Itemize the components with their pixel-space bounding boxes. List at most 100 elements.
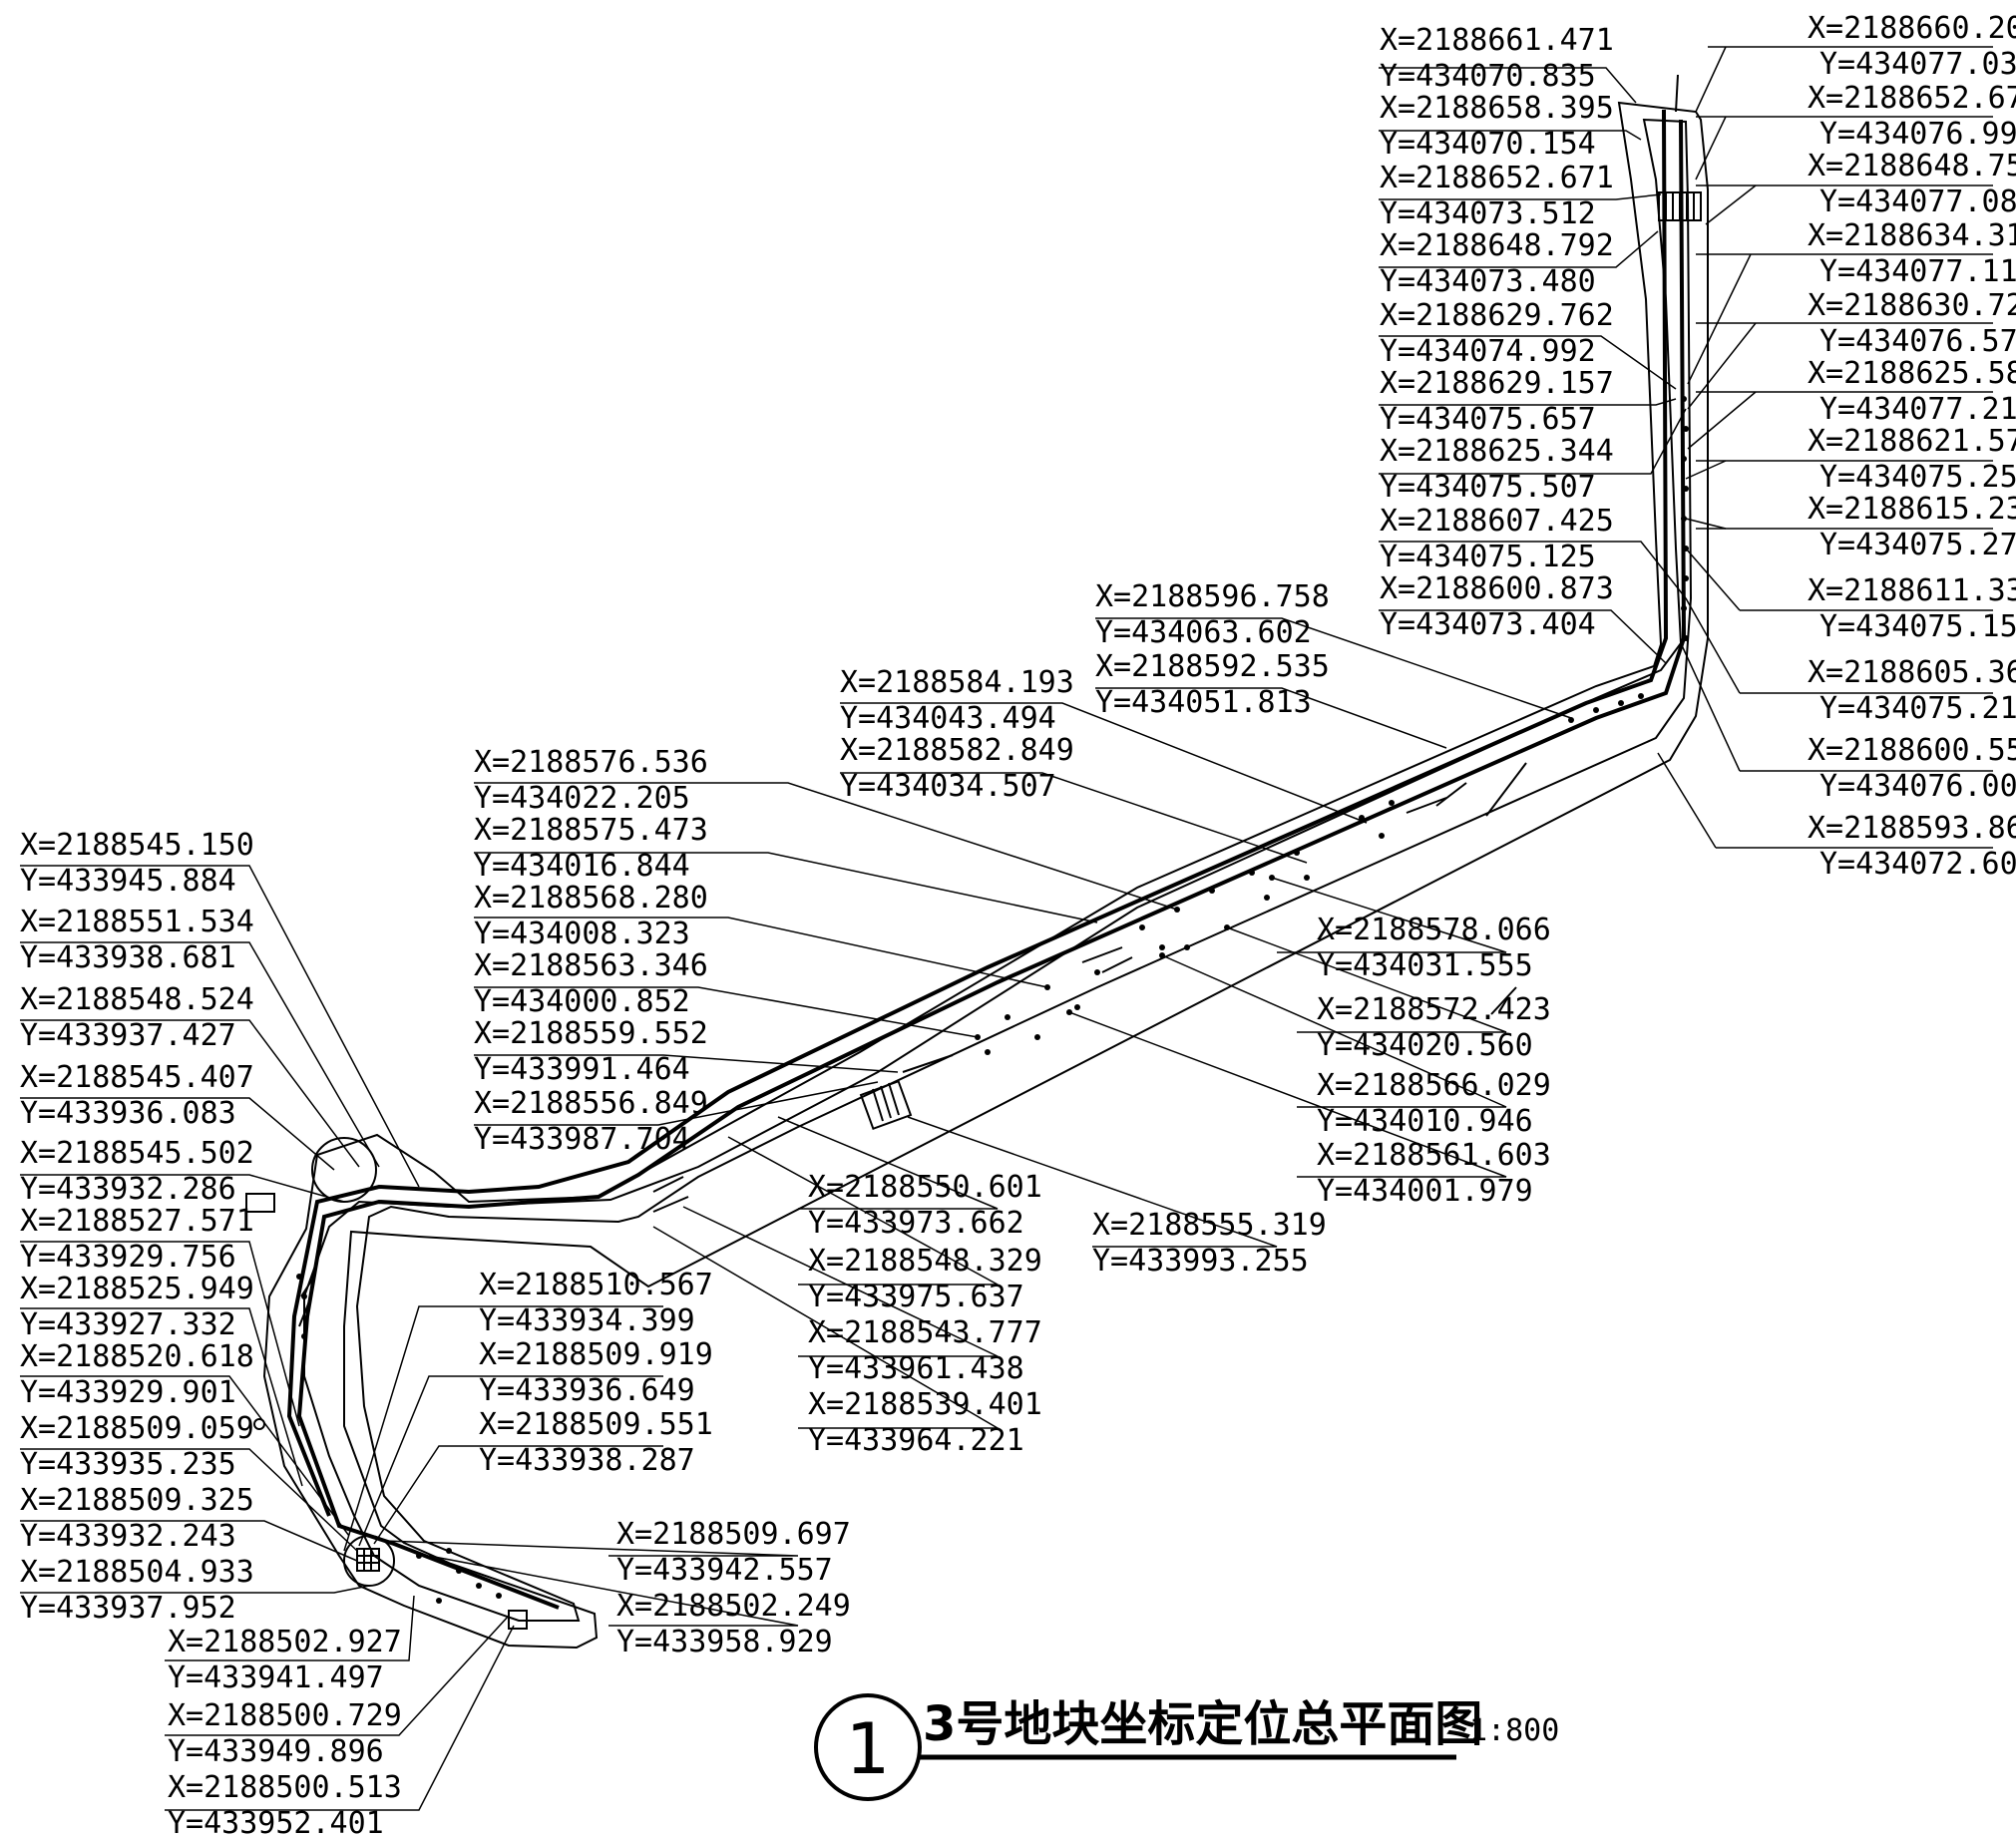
coordinate-y: Y=433937.427 [20,1018,236,1053]
coordinate-y: Y=434008.323 [474,917,690,951]
coordinate-x: X=2188652.671 [1380,161,1614,195]
coordinate-x: X=2188509.059 [20,1411,254,1446]
square-marker [508,1610,528,1630]
coordinate-x: X=2188575.473 [474,813,708,848]
coordinate-x: X=2188502.249 [616,1589,851,1624]
coordinate-x: X=2188572.423 [1317,992,1551,1027]
fountain-circle [343,1535,395,1587]
coordinate-x: X=2188559.552 [474,1016,708,1051]
drawing-title: 3号地块坐标定位总平面图 [923,1696,1482,1752]
coordinate-x: X=2188648.792 [1380,228,1614,263]
coordinate-x: X=2188551.534 [20,905,254,939]
coordinate-x: X=2188520.618 [20,1339,254,1374]
coordinate-x: X=2188600.557 [1808,733,2016,768]
coordinate-y: Y=434010.946 [1317,1104,1533,1139]
coordinate-y: Y=434076.009 [1819,769,2016,804]
coordinate-label: X=2188660.206Y=434077.031 [1808,11,2016,82]
coordinate-y: Y=434076.579 [1819,324,2016,359]
coordinate-x: X=2188543.777 [808,1315,1042,1350]
leader-lines [20,46,1993,1811]
coordinate-y: Y=434001.979 [1317,1174,1533,1209]
coordinate-x: X=2188539.401 [808,1387,1042,1422]
coordinate-x: X=2188630.720 [1808,288,2016,323]
coordinate-y: Y=434020.560 [1317,1028,1533,1063]
coordinate-x: X=2188566.029 [1317,1068,1551,1103]
coordinate-y: Y=434016.844 [474,849,690,884]
coordinate-x: X=2188634.312 [1808,218,2016,253]
coordinate-x: X=2188596.758 [1095,579,1330,614]
coordinate-x: X=2188527.571 [20,1204,254,1239]
coordinate-x: X=2188504.933 [20,1555,254,1590]
drawing-scale: 1:800 [1469,1713,1559,1748]
coordinate-x: X=2188648.753 [1808,149,2016,184]
coordinate-y: Y=433993.255 [1092,1244,1309,1279]
coordinate-y: Y=433929.901 [20,1375,236,1410]
coordinate-y: Y=433936.649 [479,1373,695,1408]
coordinate-y: Y=433937.952 [20,1591,236,1626]
coordinate-y: Y=433938.681 [20,940,236,975]
coordinate-y: Y=433936.083 [20,1096,236,1131]
coordinate-x: X=2188563.346 [474,948,708,983]
coordinate-y: Y=433987.704 [474,1122,690,1157]
coordinate-x: X=2188584.193 [840,665,1074,700]
coordinate-y: Y=433964.221 [808,1423,1024,1458]
legend-box [245,1193,275,1213]
coordinate-y: Y=434063.602 [1095,615,1312,650]
coordinate-y: Y=434073.512 [1380,196,1596,231]
survey-dots [296,396,1689,1604]
coordinate-y: Y=433932.286 [20,1172,236,1207]
coordinate-x: X=2188545.150 [20,828,254,863]
coordinate-y: Y=434077.211 [1819,392,2016,427]
coordinate-x: X=2188509.551 [479,1407,713,1442]
coordinate-y: Y=433975.637 [808,1280,1024,1314]
coordinate-label: X=2188630.720Y=434076.579 [1808,288,2016,359]
coordinate-y: Y=433949.896 [168,1734,384,1769]
coordinate-x: X=2188629.157 [1380,366,1614,401]
coordinate-y: Y=434074.992 [1380,334,1596,369]
coordinate-x: X=2188629.762 [1380,298,1614,333]
coordinate-x: X=2188548.524 [20,982,254,1017]
outer-boundary [262,101,1709,1650]
coordinate-x: X=2188509.697 [616,1517,851,1552]
coordinate-x: X=2188545.502 [20,1136,254,1171]
coordinate-y: Y=433958.929 [616,1625,833,1659]
coordinate-label: X=2188634.312Y=434077.114 [1808,218,2016,289]
coordinate-label: X=2188611.330Y=434075.155 [1808,573,2016,644]
coordinate-y: Y=434075.257 [1819,460,2016,495]
coordinate-x: X=2188550.601 [808,1170,1042,1205]
coordinate-y: Y=434073.404 [1380,607,1596,642]
coordinate-y: Y=434070.835 [1380,59,1596,94]
coordinate-label: X=2188615.238Y=434075.275 [1808,492,2016,562]
coordinate-x: X=2188556.849 [474,1086,708,1121]
coordinate-x: X=2188625.586 [1808,356,2016,391]
coordinate-y: Y=433927.332 [20,1307,236,1342]
coordinate-y: Y=433941.497 [168,1660,384,1695]
coordinate-x: X=2188658.395 [1380,91,1614,126]
coordinate-x: X=2188555.319 [1092,1208,1327,1243]
